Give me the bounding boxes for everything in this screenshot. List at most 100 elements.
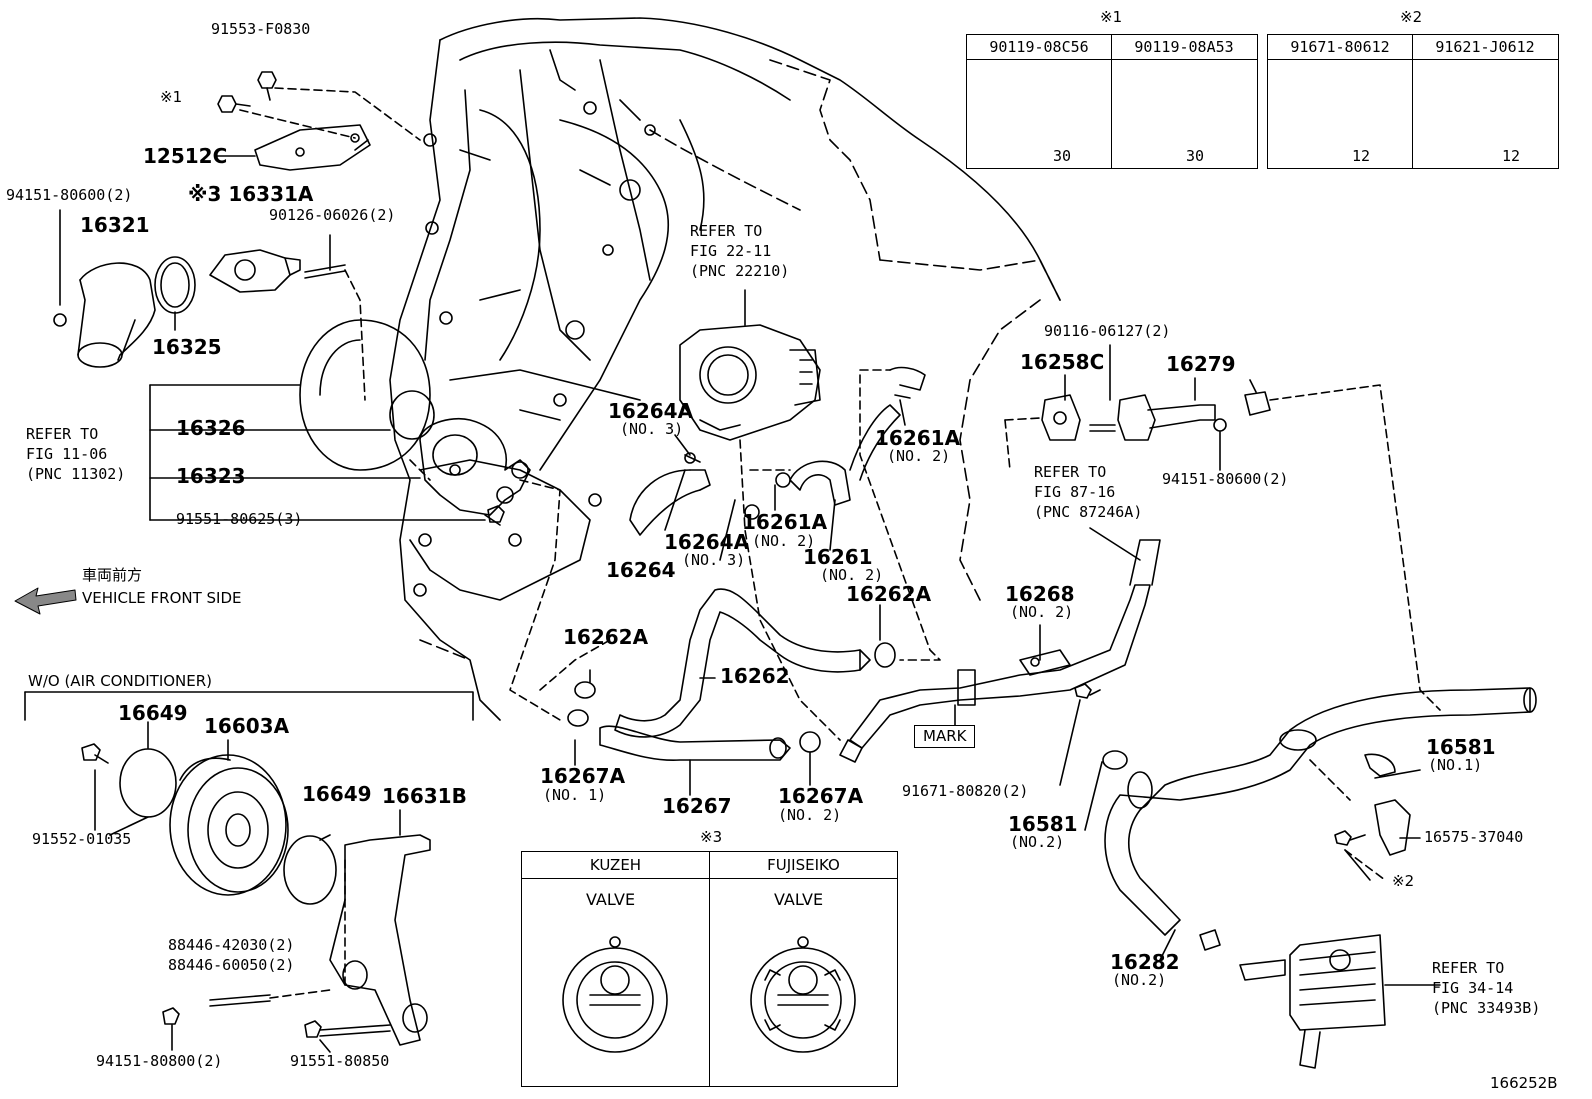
bolt-table-1-col1-length: 30: [1052, 147, 1072, 165]
part-16331A[interactable]: ※3 16331A: [188, 182, 314, 206]
part-16323[interactable]: 16323: [176, 464, 246, 488]
note-2-bolt: ※2: [1392, 872, 1415, 890]
part-16321[interactable]: 16321: [80, 213, 150, 237]
part-16261-note: (NO. 2): [820, 566, 884, 584]
part-16649-2[interactable]: 16649: [302, 782, 372, 806]
phantom-lines: [419, 59, 1061, 661]
part-16267A-2-note: (NO. 2): [778, 806, 842, 824]
bolt-table-1-col2-part: 90119-08A53: [1134, 38, 1234, 56]
front-side-en: VEHICLE FRONT SIDE: [82, 589, 242, 607]
refer-fig-22-11[interactable]: REFER TO FIG 22-11 (PNC 22210): [690, 222, 790, 280]
part-91551-80850[interactable]: 91551-80850: [290, 1052, 390, 1070]
mark-label: MARK: [914, 725, 976, 748]
thermostat-variants: [562, 936, 856, 1053]
part-16264[interactable]: 16264: [606, 558, 676, 582]
part-16326[interactable]: 16326: [176, 416, 246, 440]
part-16603A[interactable]: 16603A: [204, 714, 290, 738]
hoses-dashed: [739, 369, 941, 741]
part-91552-01035[interactable]: 91552-01035: [32, 830, 132, 848]
part-91553-F0830[interactable]: 91553-F0830: [211, 20, 311, 38]
thermo-col2-maker: FUJISEIKO: [767, 856, 840, 874]
idler-pulley-group: [24, 691, 474, 1046]
engine-block-outline: [299, 17, 1061, 721]
part-16262A-1[interactable]: 16262A: [846, 582, 932, 606]
refer-fig-87-16[interactable]: REFER TO FIG 87-16 (PNC 87246A): [1034, 463, 1143, 521]
part-16279[interactable]: 16279: [1166, 352, 1236, 376]
leader-lines-left: [59, 155, 486, 521]
thermostat-area: [53, 71, 531, 526]
part-16268[interactable]: 16268: [1005, 582, 1075, 606]
big-hose: [1102, 687, 1537, 1069]
part-16261A-2-note: (NO. 2): [752, 532, 816, 550]
adapter-area: [1041, 379, 1271, 441]
part-16649-1[interactable]: 16649: [118, 701, 188, 725]
wo-ac-label: W/O (AIR CONDITIONER): [28, 672, 213, 690]
bolt-table-1-col1-part: 90119-08C56: [989, 38, 1089, 56]
bolt-table-2-note: ※2: [1400, 8, 1423, 26]
thermo-col2-valve: VALVE: [774, 890, 824, 909]
part-16264A-1-note: (NO. 3): [620, 420, 684, 438]
leader-dashed-left: [239, 87, 611, 721]
bolt-table-1: 90119-08C56 90119-08A53 30 30: [966, 34, 1258, 169]
part-16268-note: (NO. 2): [1010, 603, 1074, 621]
refer-fig-34-14[interactable]: REFER TO FIG 34-14 (PNC 33493B): [1432, 959, 1541, 1017]
part-94151-80600-top[interactable]: 94151-80600(2): [6, 186, 133, 204]
bolt-table-2-col1-length: 12: [1351, 147, 1371, 165]
part-94151-80800[interactable]: 94151-80800(2): [96, 1052, 223, 1070]
bolt-table-2-col2-length: 12: [1501, 147, 1521, 165]
part-16267A-1[interactable]: 16267A: [540, 764, 626, 788]
part-90116-06127[interactable]: 90116-06127(2): [1044, 322, 1171, 340]
part-16581-2[interactable]: 16581: [1008, 812, 1078, 836]
part-16262A-2[interactable]: 16262A: [563, 625, 649, 649]
part-16264A-2[interactable]: 16264A: [664, 530, 750, 554]
bolt-table-1-col2-length: 30: [1185, 147, 1205, 165]
part-91671-80820[interactable]: 91671-80820(2): [902, 782, 1029, 800]
bolt-table-1-note: ※1: [1100, 8, 1123, 26]
bolt-table-2-col1-part: 91671-80612: [1290, 38, 1390, 56]
adapter-dashed: [1004, 384, 1441, 711]
part-16581-1-note: (NO.1): [1428, 756, 1483, 774]
part-16261A-1-note: (NO. 2): [887, 447, 951, 465]
part-16267A-2[interactable]: 16267A: [778, 784, 864, 808]
throttle-body: [679, 289, 821, 441]
big-hose-dashed: [1309, 759, 1386, 881]
part-88446-60050[interactable]: 88446-60050(2): [168, 956, 295, 974]
part-16264A-2-note: (NO. 3): [682, 551, 746, 569]
hoses-center: [567, 366, 1161, 763]
part-16575-37040[interactable]: 16575-37040: [1424, 828, 1524, 846]
part-16282-note: (NO.2): [1112, 971, 1167, 989]
leader-lines-right: [94, 344, 1441, 1053]
idler-dashed: [269, 859, 346, 999]
thermo-col1-valve: VALVE: [586, 890, 636, 909]
part-16261[interactable]: 16261: [803, 545, 873, 569]
part-16631B[interactable]: 16631B: [382, 784, 467, 808]
part-90126-06026[interactable]: 90126-06026(2): [269, 206, 396, 224]
part-12512C[interactable]: 12512C: [143, 144, 228, 168]
front-side-jp: 車両前方: [82, 566, 143, 584]
thermostat-table: KUZEH FUJISEIKO VALVE VALVE: [521, 851, 898, 1087]
part-16258C[interactable]: 16258C: [1020, 350, 1105, 374]
part-16282[interactable]: 16282: [1110, 950, 1180, 974]
figure-id: 166252B: [1490, 1074, 1558, 1092]
refer-fig-11-06[interactable]: REFER TO FIG 11-06 (PNC 11302): [26, 425, 126, 483]
thermo-col1-maker: KUZEH: [589, 856, 642, 874]
front-arrow-icon: [14, 587, 77, 615]
part-16262[interactable]: 16262: [720, 664, 790, 688]
part-16261A-2[interactable]: 16261A: [742, 510, 828, 534]
part-88446-42030[interactable]: 88446-42030(2): [168, 936, 295, 954]
part-16581-1[interactable]: 16581: [1426, 735, 1496, 759]
part-16581-2-note: (NO.2): [1010, 833, 1065, 851]
part-16325[interactable]: 16325: [152, 335, 222, 359]
part-16267A-1-note: (NO. 1): [543, 786, 607, 804]
note-1-bolt: ※1: [160, 88, 183, 106]
thermo-table-note: ※3: [700, 828, 723, 846]
part-94151-80600-right[interactable]: 94151-80600(2): [1162, 470, 1289, 488]
bolt-table-2: 91671-80612 91621-J0612 12 12: [1267, 34, 1559, 169]
part-91551-80625[interactable]: 91551-80625(3): [176, 510, 303, 528]
part-16261A-1[interactable]: 16261A: [875, 426, 961, 450]
bolt-table-2-col2-part: 91621-J0612: [1435, 38, 1535, 56]
part-16267[interactable]: 16267: [662, 794, 732, 818]
part-16264A-1[interactable]: 16264A: [608, 399, 694, 423]
